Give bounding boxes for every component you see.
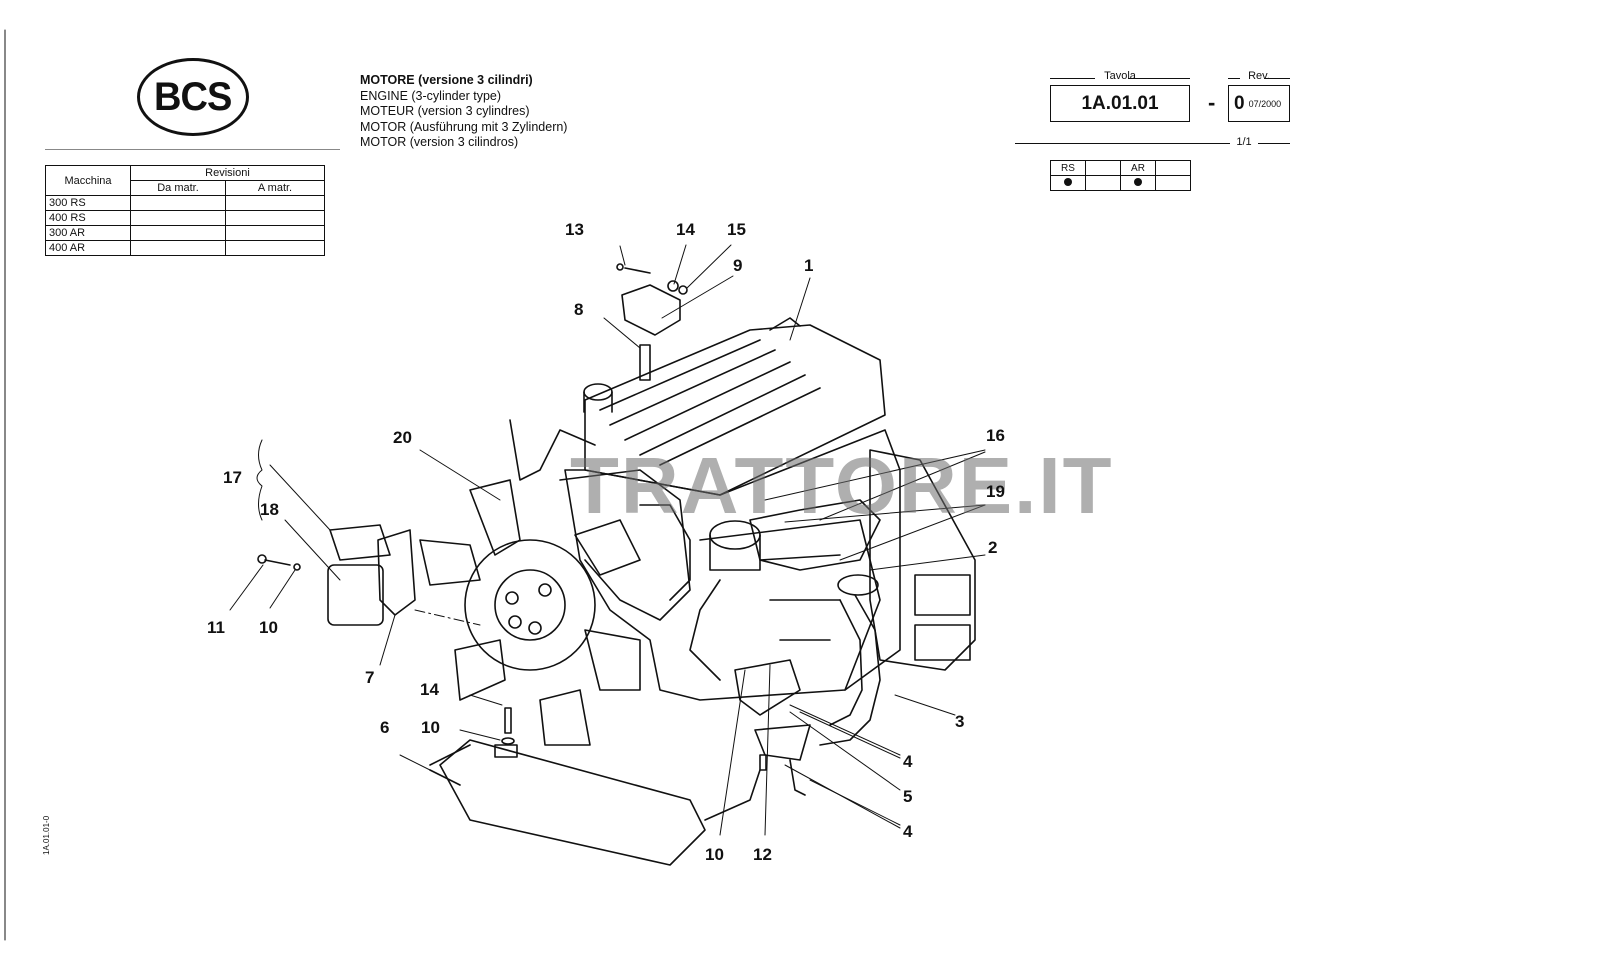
callout-4: 4 [903, 822, 913, 841]
callout-15: 15 [727, 220, 746, 239]
callout-19: 19 [986, 482, 1005, 501]
callout-13: 13 [565, 220, 584, 239]
tavola-rule-right [1128, 78, 1190, 79]
fan-hub [464, 539, 596, 671]
flywheel-housing [869, 449, 976, 671]
exhaust-pipe [819, 594, 881, 746]
title-it: MOTORE (versione 3 cilindri) [360, 73, 533, 87]
title-block: MOTORE (versione 3 cilindri) ENGINE (3-c… [360, 73, 567, 151]
page-number: 1/1 [1236, 136, 1252, 148]
to-serial-header: A matr. [225, 180, 325, 196]
machine-table: Macchina Revisioni Da matr. A matr. 300 … [45, 165, 325, 256]
title-en: ENGINE (3-cylinder type) [360, 88, 502, 103]
callout-10: 10 [421, 718, 440, 737]
stud [639, 344, 651, 381]
support-bracket [509, 419, 596, 481]
fan-blade [539, 689, 591, 746]
fan-blade [454, 639, 506, 701]
header-divider [45, 149, 340, 150]
callout-17: 17 [223, 468, 242, 487]
callout-18: 18 [260, 500, 279, 519]
rev-rule-right [1264, 78, 1290, 79]
timing-cover [559, 469, 691, 621]
callout-10: 10 [259, 618, 278, 637]
exhaust-manifold [749, 499, 881, 571]
callout-8: 8 [574, 300, 584, 319]
rev-date: 07/2000 [1248, 98, 1282, 109]
rev-box: 0 07/2000 [1228, 85, 1290, 122]
fan-blade [584, 629, 641, 691]
title-es: MOTOR (version 3 cilindros) [360, 135, 519, 149]
rev-number: 0 [1234, 92, 1245, 114]
fan-blade [419, 539, 481, 586]
filter-head [329, 524, 391, 561]
callout-11: 11 [207, 618, 225, 637]
bcs-logo: BCS [137, 58, 249, 136]
fan-blade [574, 519, 641, 576]
watermark: TRATTORE.IT [570, 441, 1114, 530]
tavola-rule-left [1050, 78, 1095, 79]
callout-10: 10 [705, 845, 724, 864]
table-row: 300 AR [45, 225, 325, 241]
rev-rule-left [1228, 78, 1240, 79]
callout-2: 2 [988, 538, 998, 557]
muffler [439, 739, 706, 866]
tavola-label: Tavola [1104, 70, 1136, 82]
callout-3: 3 [955, 712, 965, 731]
callout-20: 20 [393, 428, 412, 447]
callout-4: 4 [903, 752, 913, 771]
callout-5: 5 [903, 787, 913, 806]
callout-14: 14 [676, 220, 695, 239]
table-row: 300 RS [45, 195, 325, 211]
fan-blade [469, 479, 521, 556]
title-de: MOTOR (Ausführung mit 3 Zylindern) [360, 119, 568, 134]
tavola-number: 1A.01.01 [1050, 85, 1190, 122]
table-row: 400 RS [45, 210, 325, 226]
page-rule-right [1258, 143, 1290, 144]
rev-dash: - [1208, 90, 1216, 115]
title-fr: MOTEUR (version 3 cylindres) [360, 104, 530, 118]
callout-6: 6 [380, 718, 390, 737]
drawing-code: 1A.01.01-0 [42, 815, 51, 855]
model-table: RS AR [1050, 160, 1191, 191]
callout-9: 9 [733, 256, 743, 275]
callout-12: 12 [753, 845, 772, 864]
rev-label: Rev. [1248, 70, 1270, 82]
filter-bracket [377, 529, 416, 616]
callout-16: 16 [986, 426, 1005, 445]
callout-14: 14 [420, 680, 439, 699]
callout-1: 1 [804, 256, 814, 275]
mount-bracket [734, 659, 801, 716]
callout-7: 7 [365, 668, 375, 687]
lifting-bracket [621, 284, 681, 336]
table-row: 400 AR [45, 240, 325, 256]
oil-filter [327, 564, 384, 626]
page-rule-left [1015, 143, 1230, 144]
